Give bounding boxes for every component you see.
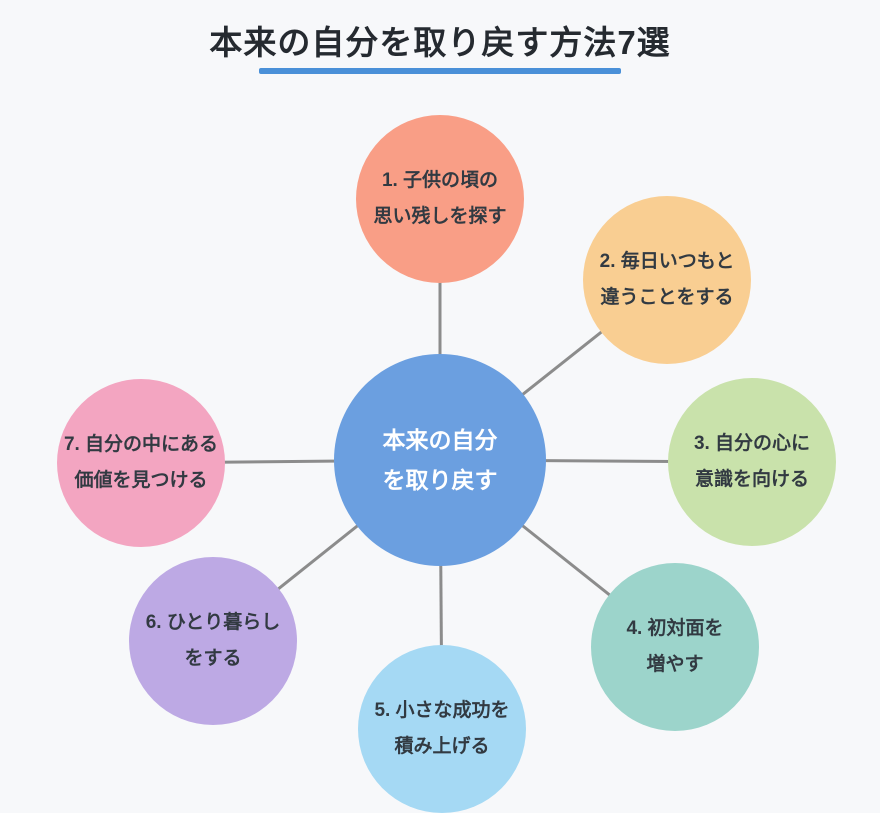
satellite-node-7: 7. 自分の中にある 価値を見つける xyxy=(57,379,225,547)
center-node-label-line: 本来の自分 xyxy=(382,427,498,453)
satellite-node-1: 1. 子供の頃の 思い残しを探す xyxy=(356,115,524,283)
satellite-node-6: 6. ひとり暮らし をする xyxy=(129,557,297,725)
node-label-line: 7. 自分の中にある xyxy=(63,434,219,455)
node-label-line: 3. 自分の心に xyxy=(693,433,811,454)
node-label-line: 増やす xyxy=(646,654,704,675)
node-label-line: 違うことをする xyxy=(600,287,734,308)
node-label-line: 6. ひとり暮らし xyxy=(145,612,281,633)
node-label-line: 2. 毎日いつもと xyxy=(599,251,735,272)
satellite-node-3: 3. 自分の心に 意識を向ける xyxy=(668,378,836,546)
node-label-line: 積み上げる xyxy=(394,736,490,757)
satellite-node-2: 2. 毎日いつもと 違うことをする xyxy=(583,196,751,364)
title-underline xyxy=(259,68,621,74)
node-label-line: 4. 初対面を xyxy=(626,618,724,639)
satellite-node-4: 4. 初対面を 増やす xyxy=(591,563,759,731)
node-label-line: をする xyxy=(184,648,242,669)
node-label-line: 5. 小さな成功を xyxy=(374,700,510,721)
node-label-line: 価値を見つける xyxy=(74,470,208,491)
satellite-node-5: 5. 小さな成功を 積み上げる xyxy=(358,645,526,813)
node-label-line: 1. 子供の頃の xyxy=(381,170,499,191)
center-node: 本来の自分 を取り戻す xyxy=(334,354,546,566)
node-label-line: 意識を向ける xyxy=(694,469,809,490)
node-label-line: 思い残しを探す xyxy=(373,206,507,227)
page-title: 本来の自分を取り戻す方法7選 xyxy=(209,24,671,61)
center-node-label-line: を取り戻す xyxy=(382,467,498,493)
